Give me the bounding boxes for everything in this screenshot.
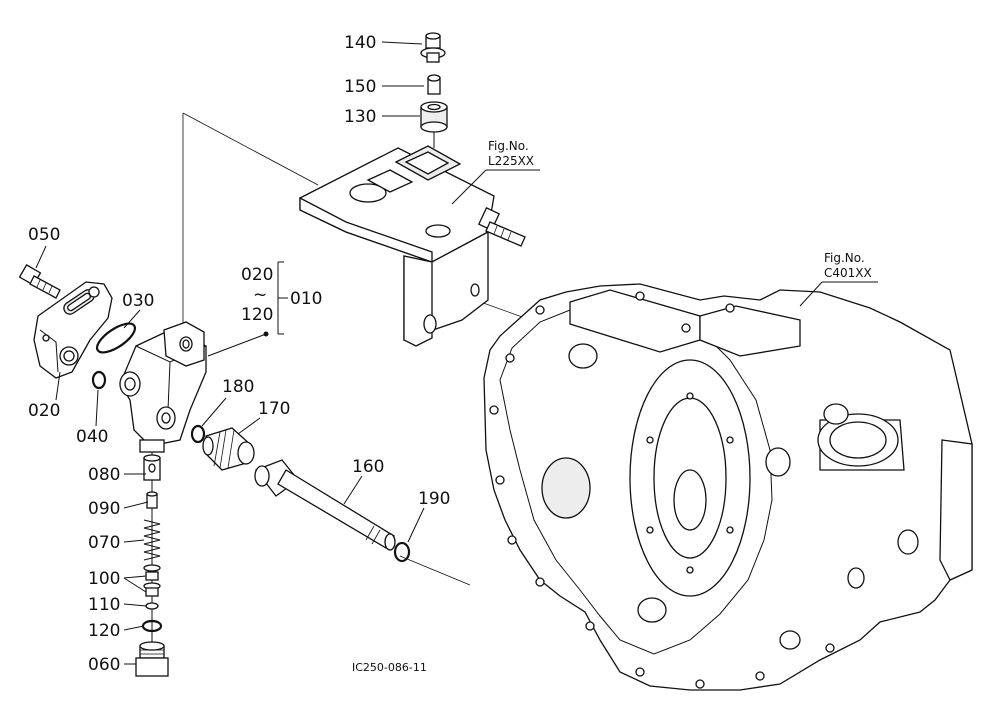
label-140: 140	[344, 33, 376, 53]
label-110: 110	[88, 595, 120, 615]
label-150: 150	[344, 77, 376, 97]
label-080: 080	[88, 465, 120, 485]
label-120-range: 120	[241, 305, 273, 325]
bushing-130	[420, 101, 448, 133]
label-090: 090	[88, 499, 120, 519]
bolt-140	[420, 32, 446, 63]
leader-lines	[35, 41, 878, 665]
cover-020	[33, 281, 113, 379]
label-020: 020	[28, 401, 60, 421]
drawing-code: IC250-086-11	[352, 661, 427, 674]
bolt-050	[18, 264, 61, 299]
stud-bolt	[477, 207, 526, 247]
o-ring-180	[190, 424, 206, 444]
figure-ref-title-2: Fig.No.	[824, 251, 865, 265]
label-160: 160	[352, 457, 384, 477]
pin-090	[146, 491, 158, 509]
label-170: 170	[258, 399, 290, 419]
fitting-170	[202, 427, 255, 471]
label-100: 100	[88, 569, 120, 589]
labels: 140 150 130 050 030 020 ~ 120 010 020 04…	[28, 33, 872, 675]
label-180: 180	[222, 377, 254, 397]
washer-110	[145, 602, 159, 610]
label-tilde: ~	[253, 285, 267, 305]
o-ring-190	[393, 541, 411, 563]
label-070: 070	[88, 533, 120, 553]
gasket-030	[95, 322, 137, 354]
figure-ref-code-1: L225XX	[488, 154, 534, 168]
label-120: 120	[88, 621, 120, 641]
figure-ref-title-1: Fig.No.	[488, 139, 529, 153]
label-190: 190	[418, 489, 450, 509]
o-ring-040	[91, 370, 107, 390]
label-020-range: 020	[241, 265, 273, 285]
support-bracket	[299, 145, 495, 347]
plug-060	[135, 641, 169, 677]
pipe-160	[254, 459, 396, 551]
shims-100	[143, 564, 161, 597]
label-010: 010	[290, 289, 322, 309]
label-060: 060	[88, 655, 120, 675]
plunger-080	[143, 454, 161, 481]
transmission-housing	[483, 283, 973, 691]
spring-070	[143, 519, 161, 561]
label-040: 040	[76, 427, 108, 447]
label-030: 030	[122, 291, 154, 311]
label-050: 050	[28, 225, 60, 245]
label-130: 130	[344, 107, 376, 127]
figure-ref-code-2: C401XX	[824, 266, 872, 280]
collar-150	[427, 74, 441, 95]
